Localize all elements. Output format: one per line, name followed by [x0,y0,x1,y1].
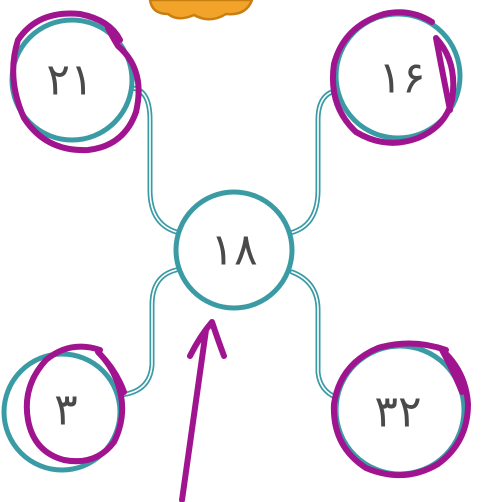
annotation-circle-top-left [10,10,142,154]
annotation-circle-top-right [330,9,457,146]
node-top-right: ۱۶ [333,11,463,141]
node-label-top-left: ۲۱ [46,55,93,106]
node-label-bottom-right: ۳۲ [374,387,421,438]
connector-bottom-left [117,267,179,398]
annotation-marks [10,9,471,502]
annotation-circle-bottom-left [23,343,127,465]
hand-drawn-arrow-icon [179,319,227,502]
node-label-top-right: ۱۶ [378,53,425,104]
center-label: ۱۸ [210,225,257,276]
annotation-circle-bottom-right [330,340,471,479]
node-top-left: ۲۱ [9,17,135,143]
node-label-bottom-left: ۳ [54,385,78,436]
center-node: ۱۸ [173,189,295,311]
orange-cloud-decoration [148,0,254,21]
